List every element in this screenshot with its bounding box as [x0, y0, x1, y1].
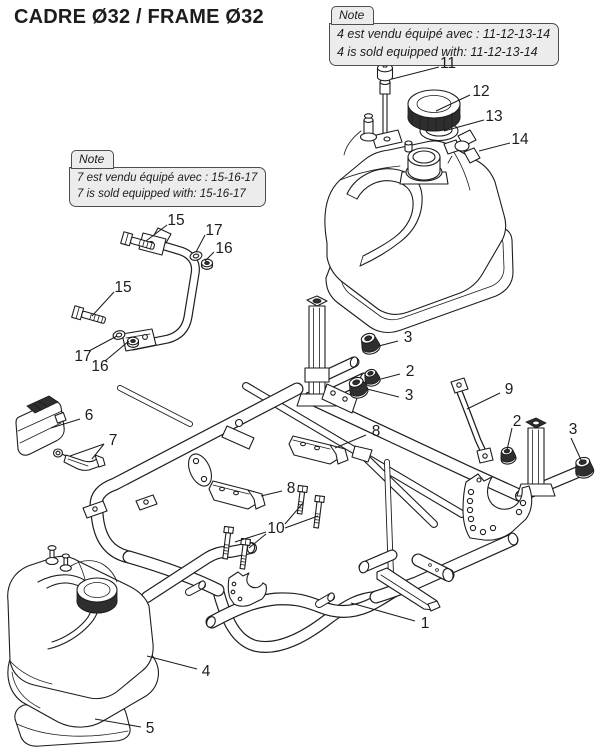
part-2-bushing-b — [500, 446, 517, 465]
part-11-pickup-tube — [371, 57, 403, 149]
callout-13: 13 — [485, 108, 503, 125]
note-line-en: 7 is sold equipped with: 15-16-17 — [77, 188, 246, 201]
part-4-fuel-tank — [7, 555, 154, 700]
note-box-tank: Note 4 est vendu équipé avec : 11-12-13-… — [329, 6, 560, 66]
part-3-cap-a — [360, 332, 381, 355]
callout-10: 10 — [267, 520, 285, 537]
callout-6: 6 — [84, 407, 94, 424]
callout-16-bottom: 16 — [91, 358, 109, 375]
callout-3-a: 3 — [403, 329, 413, 346]
tank-elbow-fitting — [343, 113, 378, 156]
callout-12: 12 — [472, 83, 490, 100]
note-line-en: 4 is sold equipped with: 11-12-13-14 — [337, 44, 538, 59]
page-title: CADRE Ø32 / FRAME Ø32 — [14, 6, 264, 28]
callout-15-top: 15 — [167, 212, 185, 229]
part-17-washer-top — [189, 251, 203, 261]
part-support-strap-group — [71, 227, 214, 352]
upper-fuel-tank-group — [324, 57, 514, 333]
frame-plates — [82, 383, 533, 612]
callout-15-mid: 15 — [114, 279, 132, 296]
callout-7: 7 — [108, 432, 118, 449]
callout-3-b: 3 — [404, 387, 414, 404]
part-12-fuel-cap — [407, 89, 461, 132]
note-body: 4 est vendu équipé avec : 11-12-13-14 4 … — [329, 23, 560, 66]
callout-5: 5 — [145, 720, 155, 737]
callout-1: 1 — [420, 615, 430, 632]
callout-2-a: 2 — [405, 363, 415, 380]
note-tab: Note — [71, 150, 115, 169]
callout-8-upper: 8 — [371, 423, 381, 440]
part-6-block — [15, 395, 67, 456]
leader-lines — [50, 66, 583, 728]
note-line-fr: 7 est vendu équipé avec : 15-16-17 — [77, 172, 258, 184]
note-line-fr: 4 est vendu équipé avec : 11-12-13-14 — [337, 27, 551, 41]
callout-8-lower: 8 — [286, 480, 296, 497]
part-16-nut-top — [200, 258, 214, 270]
frame-braces — [120, 386, 462, 576]
callout-17-bottom: 17 — [74, 348, 92, 365]
part-8-seat-bracket-upper — [288, 435, 349, 465]
note-box-bracket: Note 7 est vendu équipé avec : 15-16-17 … — [69, 150, 267, 207]
callout-11: 11 — [439, 55, 457, 72]
lower-fuel-tank-group — [7, 545, 159, 747]
part-3-cap-c — [575, 456, 595, 479]
callout-9: 9 — [504, 381, 514, 398]
part-2-bushing-a — [364, 368, 381, 387]
lower-tank-cap — [76, 577, 118, 614]
part-7-bracket — [52, 448, 106, 471]
callout-17-top: 17 — [205, 222, 223, 239]
part-9-rod — [450, 377, 494, 464]
part-10-bolts — [222, 484, 326, 570]
note-body: 7 est vendu équipé avec : 15-16-17 7 is … — [69, 167, 267, 207]
part-14-valve — [443, 129, 481, 164]
part-17-washer-bottom — [112, 330, 126, 340]
callout-16-top: 16 — [215, 240, 233, 257]
part-15-bolt-top — [120, 231, 156, 250]
part-15-bolt-bottom — [71, 305, 107, 324]
part-16-nut-bottom — [126, 336, 140, 348]
part-8-seat-bracket-lower — [208, 480, 266, 510]
callout-2-b: 2 — [512, 413, 522, 430]
note-tab: Note — [331, 6, 375, 25]
callout-4: 4 — [201, 663, 211, 680]
callout-14: 14 — [511, 131, 529, 148]
callout-3-c: 3 — [568, 421, 578, 438]
lower-tank-fittings — [45, 545, 118, 583]
part-3-cap-b — [348, 376, 369, 399]
